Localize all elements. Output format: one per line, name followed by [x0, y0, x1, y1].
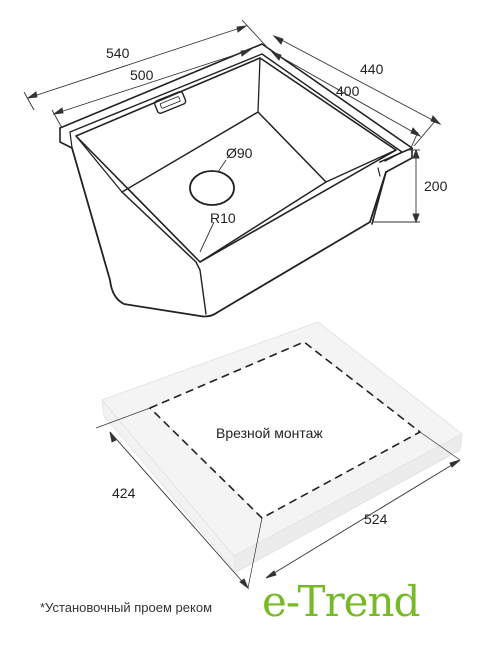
cutout-label: Врезной монтаж: [216, 425, 323, 441]
sink-rim-front: [59, 127, 73, 149]
dim-corner-radius: R10: [210, 210, 236, 226]
dim-outer-width: 540: [106, 45, 130, 61]
sink-drawing: [59, 43, 413, 318]
sink-rim-inner: [69, 53, 403, 162]
overflow-plate: [154, 91, 187, 114]
brand-logo: e-Trend: [262, 577, 420, 626]
footnote: *Установочный проем реком: [40, 600, 213, 615]
sink-rim-right: [385, 147, 413, 173]
cutout-width: 524: [364, 511, 388, 527]
sink-body-outer: [71, 147, 387, 318]
drain-hole: [189, 170, 235, 206]
cutout-dimension-lines: [95, 407, 461, 590]
dim-height: 200: [424, 178, 448, 194]
basin-floor: [121, 111, 327, 193]
dim-inner-depth: 400: [336, 83, 360, 99]
cutout-depth: 424: [112, 485, 136, 501]
dim-drain-diameter: Ø90: [226, 145, 253, 161]
dim-outer-depth: 440: [360, 61, 384, 77]
dim-inner-width: 500: [130, 67, 154, 83]
sink-right-wall: [371, 171, 387, 225]
countertop-slab: [101, 321, 463, 573]
dimension-lines: [23, 19, 442, 253]
